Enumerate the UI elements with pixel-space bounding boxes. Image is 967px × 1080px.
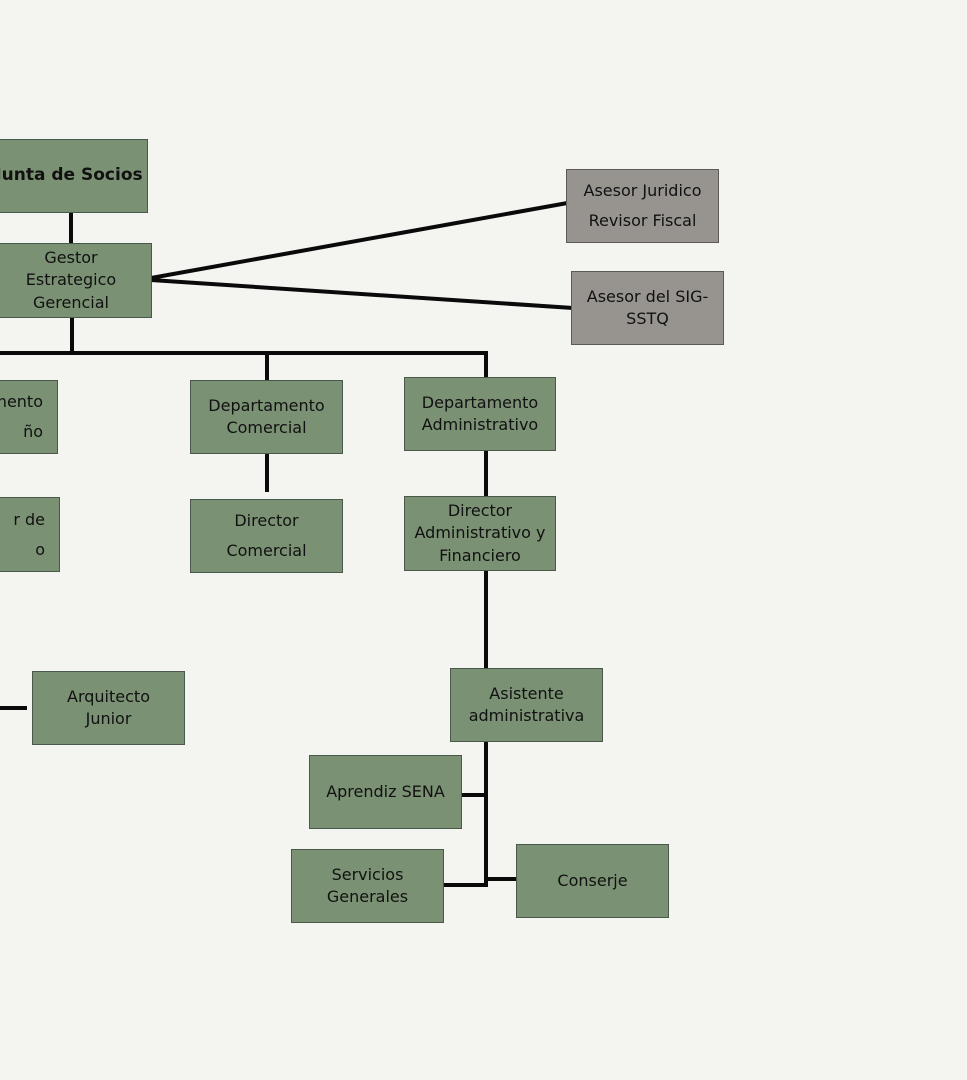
node-label-line: Generales (326, 887, 409, 906)
node-departamento-diseno-partial: mento ño (0, 380, 58, 454)
node-label-line: administrativa (468, 706, 585, 725)
node-conserje: Conserje (516, 844, 669, 918)
node-label-line: Conserje (557, 870, 628, 890)
node-label-line: Director (234, 511, 299, 531)
node-label-line: Junta de Socios (0, 165, 143, 186)
node-label-line: Arquitecto (67, 686, 150, 706)
node-label-line: Gestor (44, 248, 98, 268)
node-asistente-administrativa: Asistente administrativa (450, 668, 603, 742)
node-label-line: Asesor Juridico (583, 181, 702, 201)
node-label-line: Administrativo y (414, 523, 546, 543)
node-label-line: Gerencial (33, 292, 109, 312)
node-label-line: ño (23, 422, 43, 441)
node-label-line: Asesor del SIG- (586, 286, 709, 306)
node-label-line: o (35, 539, 45, 559)
node-asesor-sig-sstq: Asesor del SIG- SSTQ (571, 271, 724, 345)
node-label-line: Junior (85, 709, 132, 728)
node-label-line: Estrategico (25, 270, 117, 290)
node-label-line: Comercial (226, 541, 307, 560)
node-label-line: Departamento (421, 392, 539, 412)
node-label-line: Aprendiz SENA (326, 781, 445, 801)
node-label-line: Servicios (331, 864, 404, 884)
node-label-line: Revisor Fiscal (588, 211, 697, 230)
node-label-line: Asistente (489, 683, 564, 703)
node-director-diseno-partial: r de o (0, 497, 60, 572)
node-label-line: Comercial (226, 418, 307, 437)
node-junta-de-socios: Junta de Socios (0, 139, 148, 213)
node-label-line: Financiero (439, 545, 521, 565)
node-label-line: Departamento (208, 395, 325, 415)
node-aprendiz-sena: Aprendiz SENA (309, 755, 462, 829)
node-label-line: SSTQ (626, 309, 669, 328)
connector-gestor-asesor-sig (150, 278, 574, 310)
node-label-line: r de (13, 509, 45, 529)
node-label-line: Director (447, 501, 513, 521)
connector-gestor-asesor-juridico (150, 200, 574, 280)
node-label-line: Administrativo (421, 415, 539, 434)
node-label-line: mento (0, 392, 43, 412)
